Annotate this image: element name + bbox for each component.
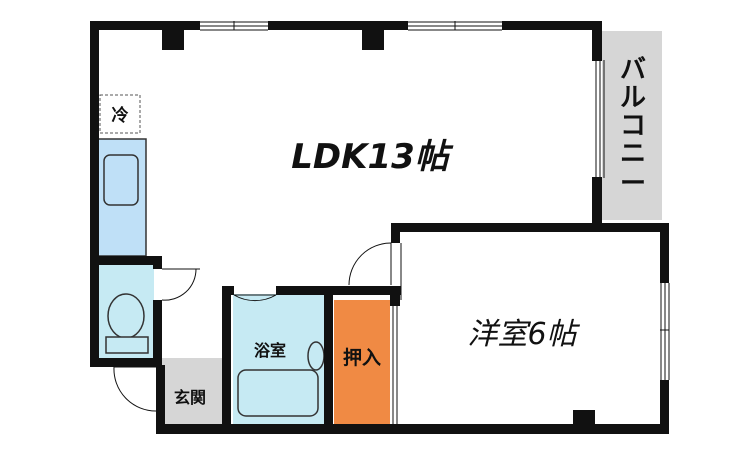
kitchen-sink-icon [103, 154, 139, 206]
door-swings [113, 242, 392, 412]
svg-text:コ: コ [620, 111, 646, 141]
svg-text:ー: ー [620, 169, 646, 199]
walls [90, 21, 669, 434]
toilet-bowl-icon [107, 293, 145, 339]
ldk-label: LDK13帖 [291, 137, 454, 177]
entrance [158, 358, 223, 424]
svg-text:ニ: ニ [620, 139, 646, 169]
balcony-area [602, 31, 662, 220]
svg-text:バ: バ [620, 55, 646, 85]
toilet-tank-icon [105, 336, 149, 354]
svg-text:ル: ル [620, 83, 646, 113]
western-window [660, 283, 670, 380]
western-room-label: 洋室6帖 [467, 317, 580, 352]
fridge-label: 冷 [112, 105, 129, 126]
washbasin-icon [307, 341, 325, 371]
entrance-label: 玄関 [174, 388, 206, 407]
closet [334, 300, 390, 424]
top-windows [200, 21, 502, 31]
bathtub-icon [237, 369, 319, 417]
bath-label: 浴室 [254, 341, 286, 360]
fridge-space [99, 94, 141, 134]
closet-sliding-door [392, 243, 402, 424]
closet-label: 押入 [343, 346, 381, 369]
balcony-label: バ ル コ ニ ー [620, 55, 646, 199]
balcony-window [595, 60, 605, 178]
